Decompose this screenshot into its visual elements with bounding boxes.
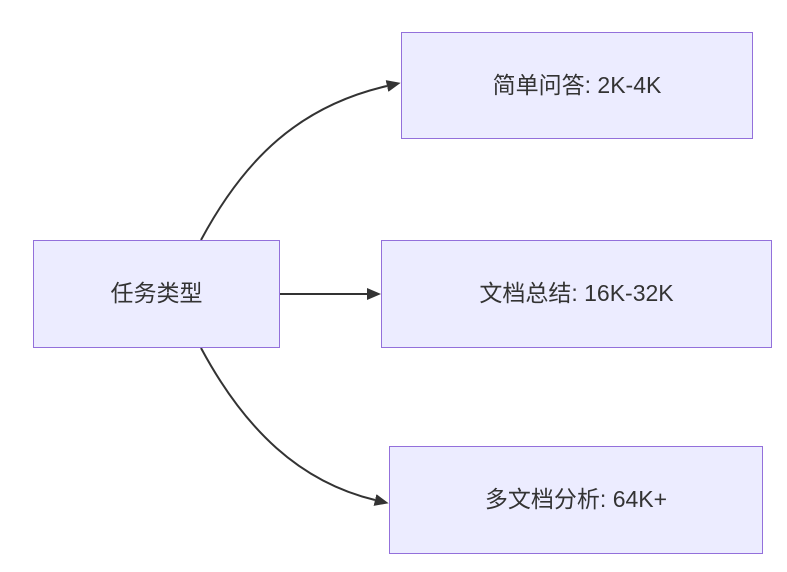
node-multi-doc-analysis-label: 多文档分析: 64K+ [484,486,668,513]
node-doc-summary: 文档总结: 16K-32K [381,240,772,348]
node-doc-summary-label: 文档总结: 16K-32K [479,280,674,307]
node-task-type: 任务类型 [33,240,280,348]
node-multi-doc-analysis: 多文档分析: 64K+ [389,446,763,554]
node-task-type-label: 任务类型 [110,280,203,307]
node-simple-qa-label: 简单问答: 2K-4K [492,71,662,98]
node-simple-qa: 简单问答: 2K-4K [401,32,753,139]
edge-task-type-to-simple-qa [200,80,401,241]
edge-task-type-to-multi-doc-analysis [200,347,389,506]
